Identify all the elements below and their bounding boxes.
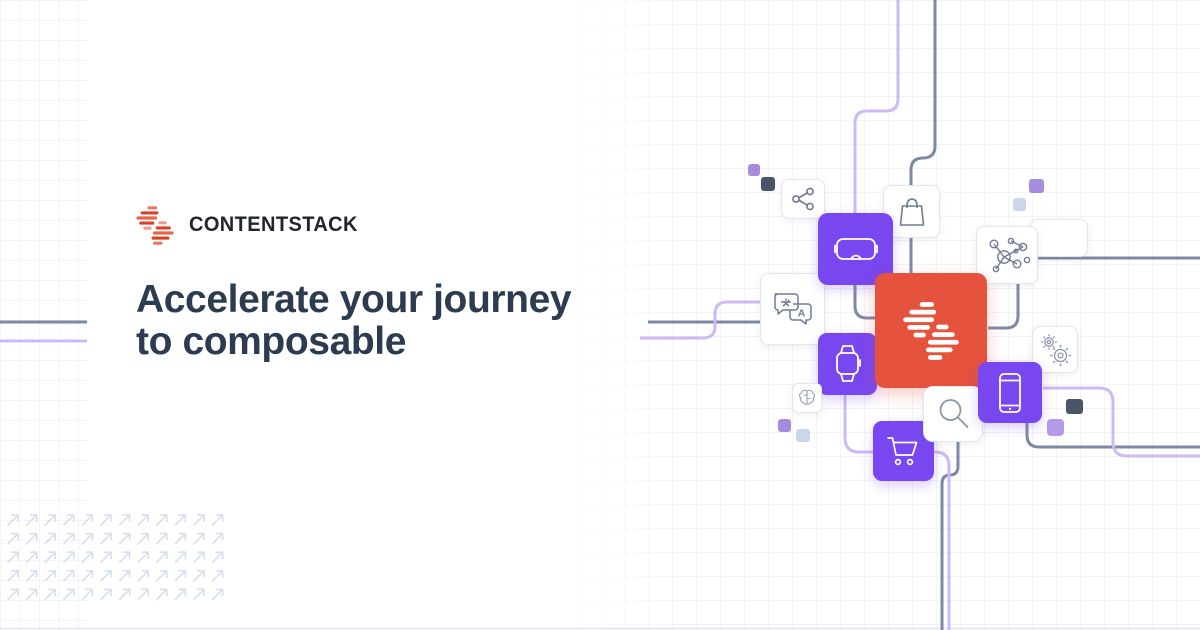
- page-title: Accelerate your journey to composable: [136, 279, 656, 363]
- shopping-cart-icon: [886, 437, 917, 466]
- contentstack-stripes-logo: [903, 301, 959, 360]
- search-icon: [939, 399, 969, 428]
- brand-lockup: CONTENTSTACK: [133, 204, 358, 247]
- network-card: [976, 226, 1038, 284]
- svg-text:A: A: [797, 308, 805, 320]
- grid-paper-left: [0, 0, 88, 630]
- share-card: [781, 179, 825, 219]
- translate-icon: A: [773, 293, 812, 325]
- vr-headset-icon: [833, 238, 878, 260]
- smartphone-icon: [999, 372, 1021, 413]
- contentstack-tile: [875, 273, 987, 388]
- brand-wordmark: CONTENTSTACK: [189, 213, 358, 237]
- smartwatch-card: [818, 333, 877, 395]
- headline-line-2: to composable: [136, 320, 407, 363]
- share-icon: [792, 187, 814, 211]
- smartphone-card: [978, 362, 1042, 423]
- contentstack-logo-icon: [136, 206, 174, 245]
- accent-squares: [748, 164, 1083, 442]
- headline-line-1: Accelerate your journey: [136, 278, 572, 321]
- brain-icon: [799, 389, 815, 405]
- shopping-bag-icon: [899, 197, 924, 226]
- translate-card: A: [760, 273, 825, 345]
- gears-icon: [1041, 333, 1072, 366]
- network-back-card: [1030, 219, 1088, 257]
- search-card: [923, 386, 983, 442]
- brain-card: [792, 383, 822, 413]
- network-icon: [989, 237, 1031, 273]
- smartwatch-icon: [835, 345, 861, 382]
